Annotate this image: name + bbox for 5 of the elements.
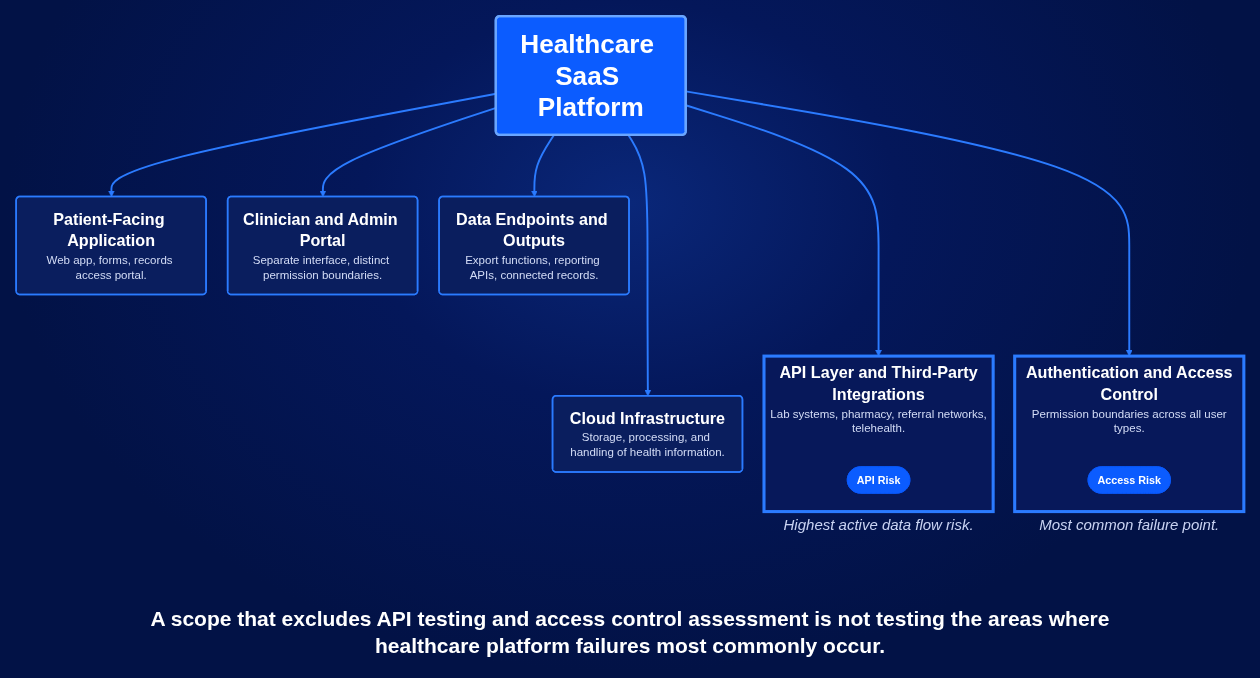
note-text: Highest active data flow risk. (783, 515, 974, 533)
arrow (531, 134, 555, 198)
caption: A scope that excludes API testing and access control assessment is not testing the areas where healthcare platform failures most commonly occur. (149, 605, 1111, 660)
arrow (627, 134, 652, 397)
note-text: Most common failure point. (1039, 515, 1220, 533)
